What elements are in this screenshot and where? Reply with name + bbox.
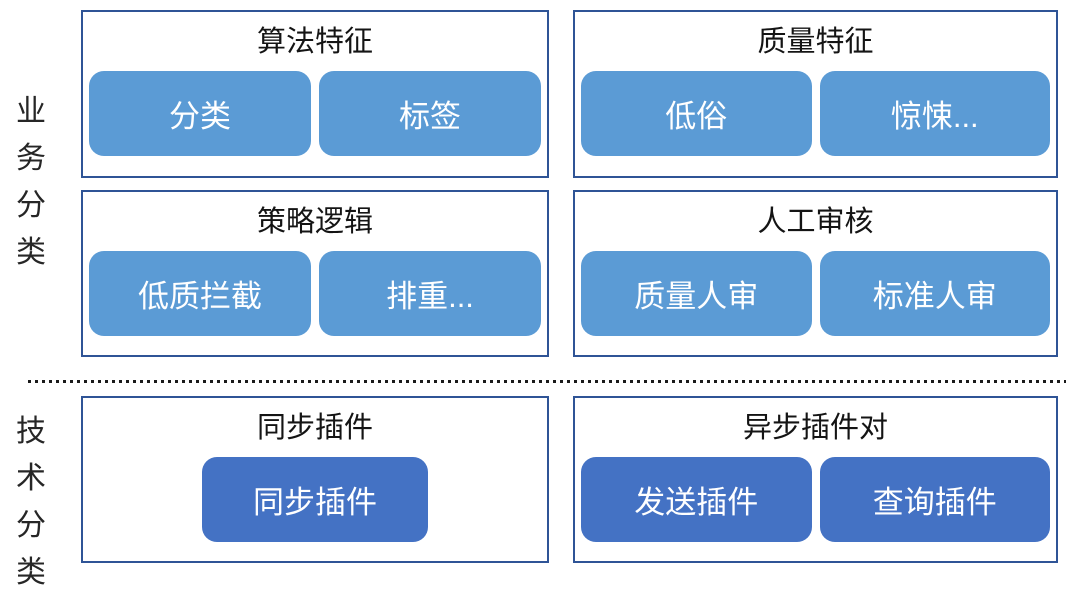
group-title: 算法特征 [256,26,373,58]
button-standard-manual-review: 标准人审 [819,251,1050,336]
button-send-plugin: 发送插件 [581,457,812,542]
buttons-row: 低质拦截 排重... [89,251,541,336]
button-quality-manual-review: 质量人审 [581,251,812,336]
buttons-row: 质量人审 标准人审 [581,251,1050,336]
buttons-row: 发送插件 查询插件 [581,457,1050,542]
buttons-row: 分类 标签 [89,71,541,156]
business-category-label: 业务分类 [16,95,46,269]
group-box-algorithm-features: 算法特征 分类 标签 [81,10,549,178]
group-title: 异步插件对 [742,412,888,444]
section-divider-dotted-line [28,380,1066,383]
group-box-quality-features: 质量特征 低俗 惊悚... [573,10,1058,178]
group-title: 质量特征 [757,26,874,58]
button-vulgar: 低俗 [581,71,812,156]
group-title: 人工审核 [757,206,874,238]
business-row-1: 算法特征 分类 标签 质量特征 低俗 惊悚... [81,10,1058,178]
group-title: 策略逻辑 [256,206,373,238]
technical-row: 同步插件 同步插件 异步插件对 发送插件 查询插件 [81,396,1058,563]
group-box-sync-plugin: 同步插件 同步插件 [81,396,549,563]
business-row-2: 策略逻辑 低质拦截 排重... 人工审核 质量人审 标准人审 [81,190,1058,357]
button-dedup: 排重... [319,251,541,336]
group-box-async-plugin-pair: 异步插件对 发送插件 查询插件 [573,396,1058,563]
button-classification: 分类 [89,71,311,156]
group-box-strategy-logic: 策略逻辑 低质拦截 排重... [81,190,549,357]
diagram-content: 算法特征 分类 标签 质量特征 低俗 惊悚... 策略逻辑 低质拦截 排重... [81,10,1058,563]
group-title: 同步插件 [256,412,373,444]
buttons-row: 同步插件 [89,457,541,542]
button-tags: 标签 [319,71,541,156]
technical-category-label: 技术分类 [16,415,46,589]
button-thriller: 惊悚... [819,71,1050,156]
button-low-quality-block: 低质拦截 [89,251,311,336]
buttons-row: 低俗 惊悚... [581,71,1050,156]
group-box-manual-review: 人工审核 质量人审 标准人审 [573,190,1058,357]
button-sync-plugin: 同步插件 [202,457,428,542]
button-query-plugin: 查询插件 [819,457,1050,542]
